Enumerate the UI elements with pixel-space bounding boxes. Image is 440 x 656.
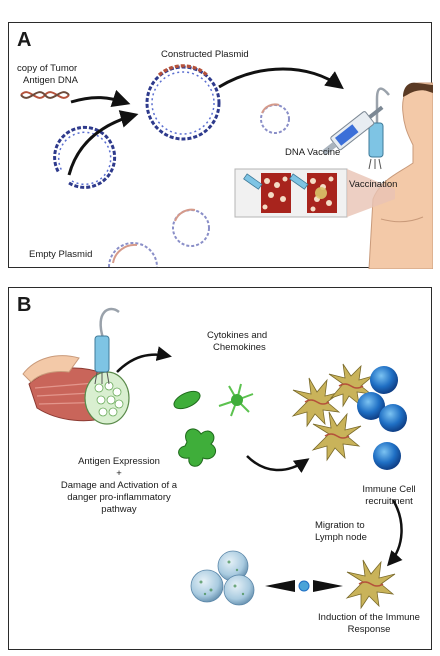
immune-cell-label-line2: recruitment <box>365 496 413 507</box>
damage-label-line2: danger pro-inflammatory <box>67 492 171 503</box>
green-cell-icon <box>218 383 254 417</box>
panel-b: B Cytokines and Chemokines Antigen Expre… <box>8 287 432 650</box>
cytokines-label-line2: Chemokines <box>213 342 266 353</box>
empty-plasmid-label: Empty Plasmid <box>29 249 93 260</box>
green-cell-icon <box>178 428 216 467</box>
induction-label-line2: Response <box>347 624 391 635</box>
small-plasmid-icon <box>260 103 290 134</box>
panel-b-illustration <box>22 307 407 610</box>
human-torso-icon <box>368 82 433 269</box>
panel-a: A copy of Tumor Antigen DNA Constructed … <box>8 22 433 269</box>
arrow-to-immune-cells <box>246 455 310 474</box>
immune-cell-icon <box>373 442 401 470</box>
panel-b-letter: B <box>17 294 32 316</box>
antigen-expression-label: Antigen Expression <box>78 456 160 467</box>
induction-label-line1: Induction of the Immune <box>318 612 420 623</box>
tumor-dna-label-line1: copy of Tumor <box>17 63 78 74</box>
panel-a-letter: A <box>17 29 32 51</box>
lymphocyte-icon <box>190 569 224 603</box>
arrow-empty-to-plasmid <box>67 110 139 176</box>
migration-label-line1: Migration to <box>315 520 365 531</box>
tumor-dna-label-line2: Antigen DNA <box>23 75 78 86</box>
green-cell-icon <box>173 390 201 410</box>
lymphocyte-icon <box>223 574 255 606</box>
damage-label-line3: pathway <box>101 504 137 515</box>
tumor-antigen-dna-icon <box>20 91 70 99</box>
immune-cell-label-line1: Immune Cell <box>362 484 416 495</box>
constructed-plasmid-label: Constructed Plasmid <box>161 49 249 60</box>
migration-label-line2: Lymph node <box>315 532 367 543</box>
double-arrow-interaction <box>265 580 343 592</box>
arrow-to-cytokines <box>116 346 172 373</box>
muscle-tissue-icon <box>22 355 130 425</box>
plus-label: + <box>116 468 122 479</box>
small-plasmid-icon <box>172 208 210 247</box>
constructed-plasmid-icon <box>145 64 221 141</box>
empty-plasmid-icon <box>53 125 117 189</box>
dna-vaccine-syringe-icon <box>322 87 390 170</box>
immune-cell-icon <box>379 404 407 432</box>
immune-cell-icon <box>370 366 398 394</box>
tissue-inset-panel <box>234 168 395 218</box>
injector-device-icon <box>94 307 120 385</box>
immune-cell-icon <box>357 392 385 420</box>
dna-vaccine-label: DNA Vaccine <box>285 147 341 158</box>
small-plasmid-icon <box>108 242 158 268</box>
arrow-migration <box>387 499 403 567</box>
damage-label-line1: Damage and Activation of a <box>60 480 178 491</box>
cytokines-label-line1: Cytokines and <box>207 330 268 341</box>
dendritic-cell-icon <box>328 363 374 408</box>
arrow-dna-to-plasmid <box>70 89 131 107</box>
arrow-plasmid-to-vaccine <box>218 67 344 90</box>
panel-a-illustration <box>20 64 433 269</box>
vaccination-label: Vaccination <box>349 179 398 190</box>
